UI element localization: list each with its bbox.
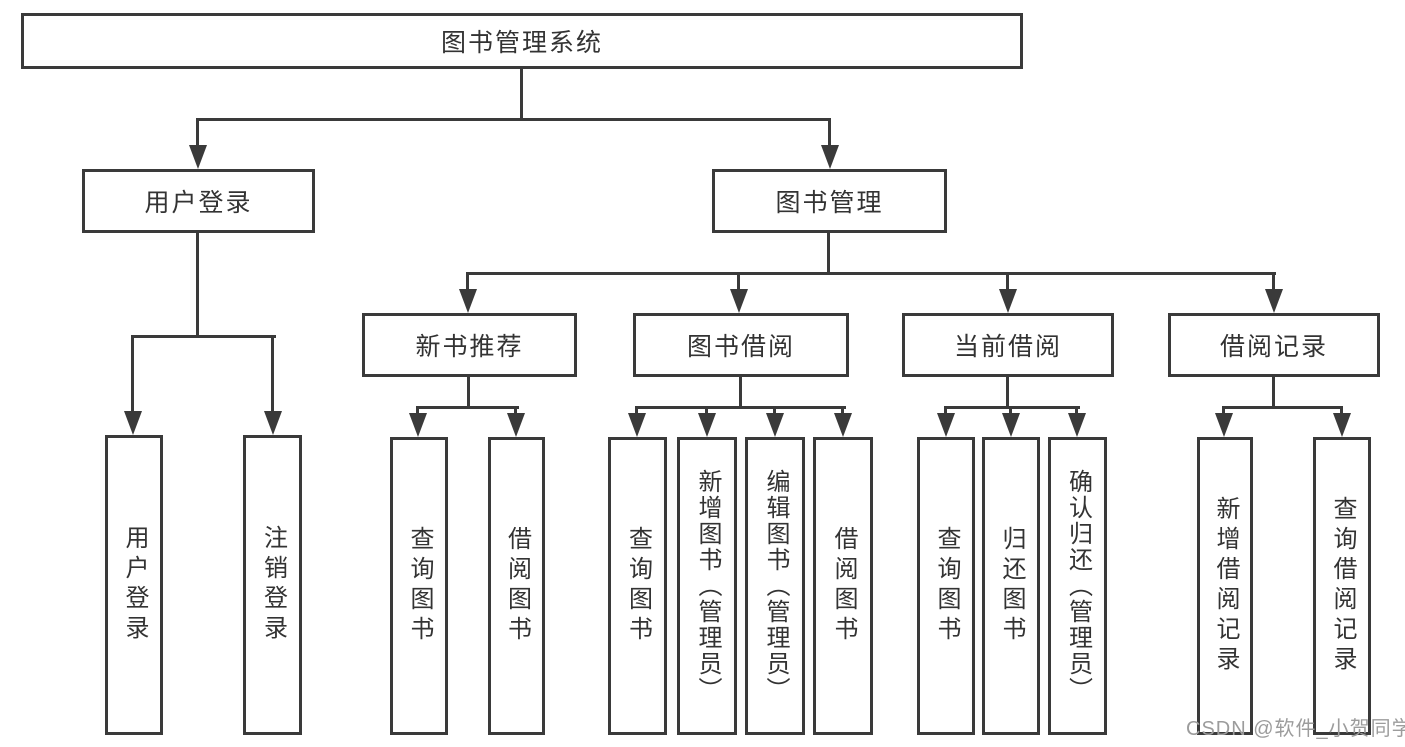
node-current-borrow-label: 当前借阅 bbox=[953, 333, 1062, 361]
leaf-user-login-label: 用户登录 bbox=[121, 525, 148, 645]
connector-records-hbar bbox=[1222, 406, 1343, 409]
arrow-down-icon bbox=[1333, 413, 1351, 437]
arrow-down-icon bbox=[766, 413, 784, 437]
leaf-logout-login-label: 注销登录 bbox=[259, 525, 287, 645]
node-new-book-recommend-label: 新书推荐 bbox=[415, 333, 524, 361]
node-book-management: 图书管理 bbox=[712, 169, 947, 233]
leaf-user-login: 用户登录 bbox=[105, 435, 163, 735]
arrow-down-icon bbox=[730, 289, 748, 313]
connector-borrow-hbar bbox=[635, 406, 846, 409]
arrow-down-icon bbox=[1068, 413, 1086, 437]
arrow-down-icon bbox=[507, 413, 525, 437]
node-root: 图书管理系统 bbox=[21, 13, 1023, 69]
leaf-current-query-books: 查询图书 bbox=[917, 437, 975, 735]
leaf-current-return-books-label: 归还图书 bbox=[998, 526, 1025, 646]
arrow-down-icon bbox=[698, 413, 716, 437]
leaf-logout-login: 注销登录 bbox=[243, 435, 302, 735]
arrow-down-icon bbox=[628, 413, 646, 437]
connector-recommend-trunk bbox=[467, 377, 470, 406]
leaf-recommend-borrow-books: 借阅图书 bbox=[488, 437, 545, 735]
node-root-label: 图书管理系统 bbox=[440, 29, 603, 57]
connector-mgmt-stem bbox=[1006, 272, 1009, 292]
arrow-down-icon bbox=[264, 411, 282, 435]
leaf-records-add-record-label: 新增借阅记录 bbox=[1212, 496, 1239, 676]
leaf-current-query-books-label: 查询图书 bbox=[933, 526, 960, 646]
leaf-borrow-query-books: 查询图书 bbox=[608, 437, 667, 735]
arrow-down-icon bbox=[459, 289, 477, 313]
connector-login-hbar bbox=[131, 335, 276, 338]
csdn-watermark: CSDN @软件_小贺同学 bbox=[1186, 718, 1405, 740]
leaf-borrow-query-books-label: 查询图书 bbox=[624, 526, 652, 646]
connector-mgmt-stem bbox=[737, 272, 740, 292]
arrow-down-icon bbox=[409, 413, 427, 437]
arrow-down-icon bbox=[1002, 413, 1020, 437]
connector-borrow-stem bbox=[773, 406, 776, 416]
connector-mgmt-trunk bbox=[827, 233, 830, 272]
leaf-recommend-borrow-books-label: 借阅图书 bbox=[503, 526, 531, 646]
node-borrow-records: 借阅记录 bbox=[1168, 313, 1380, 377]
connector-root-left-stem bbox=[196, 118, 199, 148]
connector-login-left-stem bbox=[131, 335, 134, 415]
connector-root-trunk bbox=[520, 69, 523, 118]
connector-mgmt-stem bbox=[466, 272, 469, 292]
leaf-borrow-edit-books-admin: 编辑图书（管理员） bbox=[745, 437, 805, 735]
arrow-down-icon bbox=[124, 411, 142, 435]
node-user-login-label: 用户登录 bbox=[144, 189, 253, 217]
connector-current-trunk bbox=[1006, 377, 1009, 406]
leaf-records-add-record: 新增借阅记录 bbox=[1197, 437, 1253, 735]
node-book-management-label: 图书管理 bbox=[775, 189, 884, 217]
connector-current-stem bbox=[944, 406, 947, 416]
connector-mgmt-hbar bbox=[466, 272, 1276, 275]
leaf-current-return-books: 归还图书 bbox=[982, 437, 1040, 735]
arrow-down-icon bbox=[1265, 289, 1283, 313]
leaf-borrow-edit-books-admin-label: 编辑图书（管理员） bbox=[762, 469, 789, 703]
leaf-borrow-borrow-books-label: 借阅图书 bbox=[830, 526, 857, 646]
connector-borrow-trunk bbox=[739, 377, 742, 406]
connector-login-right-stem bbox=[271, 335, 274, 415]
node-current-borrow: 当前借阅 bbox=[902, 313, 1114, 377]
node-book-borrow: 图书借阅 bbox=[633, 313, 849, 377]
connector-current-hbar bbox=[944, 406, 1080, 409]
node-new-book-recommend: 新书推荐 bbox=[362, 313, 577, 377]
node-borrow-records-label: 借阅记录 bbox=[1219, 333, 1328, 361]
connector-current-stem bbox=[1075, 406, 1078, 416]
connector-recommend-hbar bbox=[416, 406, 519, 409]
arrow-down-icon bbox=[999, 289, 1017, 313]
leaf-records-query-record-label: 查询借阅记录 bbox=[1329, 496, 1356, 676]
connector-root-hbar bbox=[196, 118, 831, 121]
connector-records-stem bbox=[1340, 406, 1343, 416]
connector-mgmt-stem bbox=[1272, 272, 1275, 292]
connector-borrow-stem bbox=[705, 406, 708, 416]
arrow-down-icon bbox=[1215, 413, 1233, 437]
leaf-records-query-record: 查询借阅记录 bbox=[1313, 437, 1371, 735]
leaf-borrow-borrow-books: 借阅图书 bbox=[813, 437, 873, 735]
connector-login-trunk bbox=[196, 233, 199, 335]
connector-current-stem bbox=[1009, 406, 1012, 416]
leaf-recommend-query-books: 查询图书 bbox=[390, 437, 448, 735]
arrow-down-icon bbox=[821, 145, 839, 169]
arrow-down-icon bbox=[189, 145, 207, 169]
leaf-borrow-add-books-admin: 新增图书（管理员） bbox=[677, 437, 737, 735]
node-user-login: 用户登录 bbox=[82, 169, 315, 233]
arrow-down-icon bbox=[937, 413, 955, 437]
arrow-down-icon bbox=[834, 413, 852, 437]
connector-records-stem bbox=[1222, 406, 1225, 416]
node-book-borrow-label: 图书借阅 bbox=[686, 333, 795, 361]
connector-borrow-stem bbox=[841, 406, 844, 416]
leaf-recommend-query-books-label: 查询图书 bbox=[406, 526, 433, 646]
connector-records-trunk bbox=[1272, 377, 1275, 406]
connector-root-right-stem bbox=[828, 118, 831, 148]
connector-recommend-stem bbox=[514, 406, 517, 416]
connector-borrow-stem bbox=[635, 406, 638, 416]
leaf-borrow-add-books-admin-label: 新增图书（管理员） bbox=[694, 469, 721, 703]
leaf-current-confirm-return-admin-label: 确认归还（管理员） bbox=[1064, 469, 1092, 703]
leaf-current-confirm-return-admin: 确认归还（管理员） bbox=[1048, 437, 1107, 735]
connector-recommend-stem bbox=[416, 406, 419, 416]
